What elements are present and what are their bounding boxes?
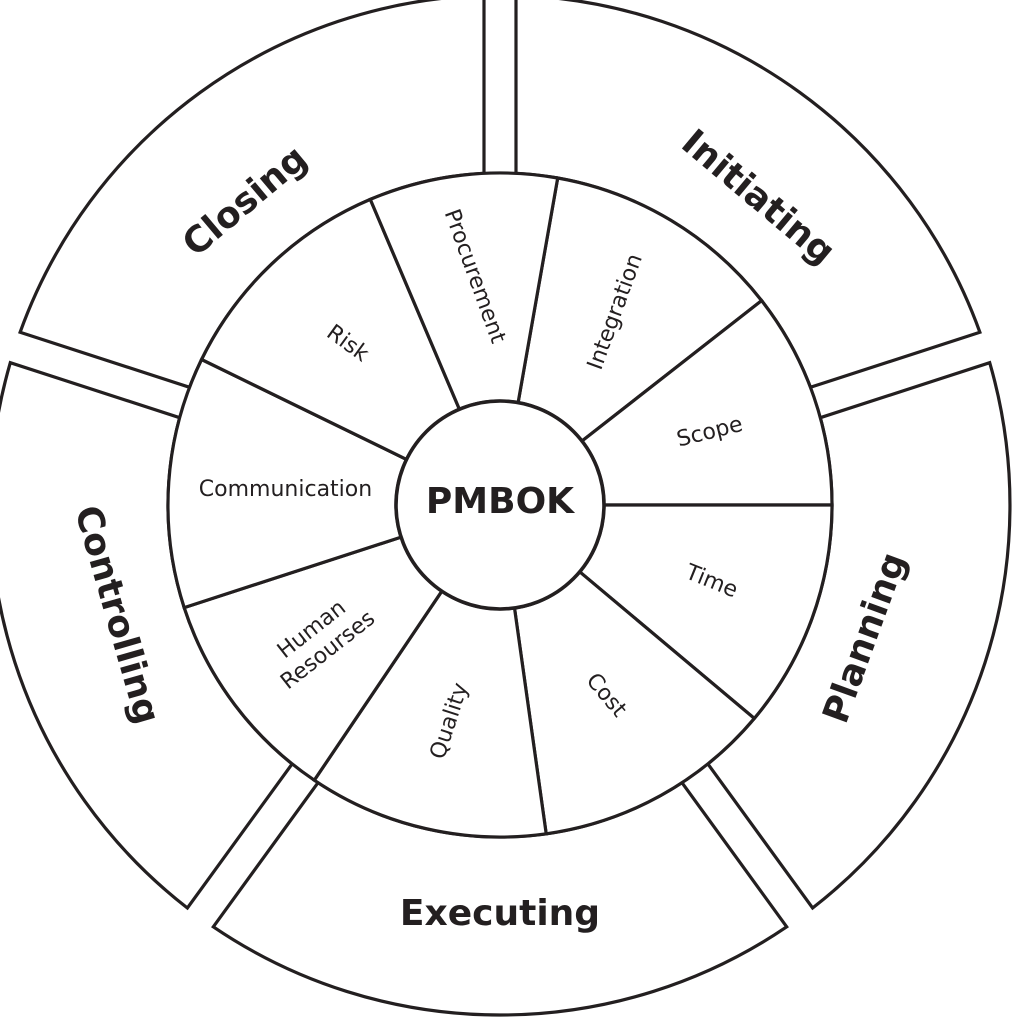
knowledge-area-label-line: Communication (199, 477, 372, 502)
knowledge-area-ring: IntegrationScopeTimeCostQualityHumanReso… (166, 171, 834, 839)
phase-label-executing: Executing (400, 893, 600, 934)
knowledge-area-label-communication: Communication (199, 477, 372, 502)
center-hub: PMBOK (394, 399, 606, 611)
center-label: PMBOK (426, 481, 575, 522)
center-circle (394, 399, 606, 611)
